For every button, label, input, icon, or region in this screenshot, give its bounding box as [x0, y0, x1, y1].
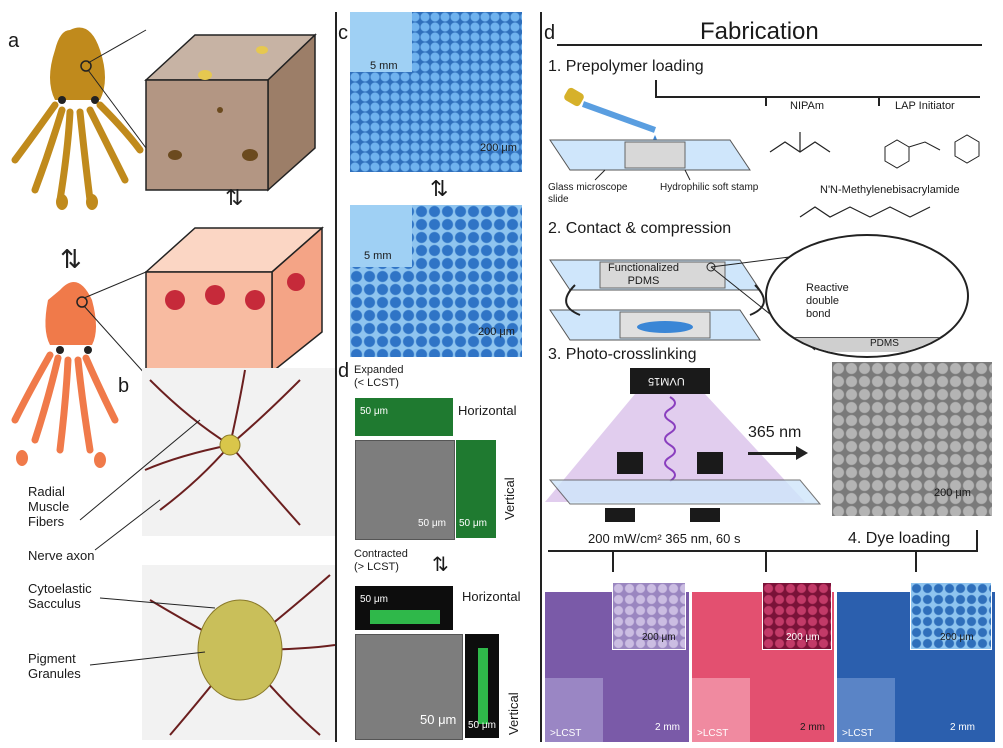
- panel-label-d-mid: d: [338, 360, 350, 382]
- dye-purple-inset: [612, 582, 686, 650]
- label-lap: LAP Initiator: [895, 100, 955, 112]
- switch-arrow-d: ⇅: [432, 554, 449, 576]
- step-4-tick-b: [765, 550, 767, 572]
- squid-orange-icon: [11, 282, 119, 468]
- pdms-base: [777, 337, 957, 352]
- divider-right: [540, 12, 542, 742]
- scale-dye-b: 200 μm: [786, 632, 820, 643]
- label-expanded: Expanded (< LCST): [354, 364, 404, 389]
- dye-pink-sub: [692, 678, 750, 742]
- label-radial-muscle: Radial Muscle Fibers: [28, 484, 70, 529]
- label-vertical-2: Vertical: [506, 692, 521, 735]
- scale-d-3: 50 μm: [459, 518, 487, 529]
- green-vertical-1: [456, 440, 496, 538]
- cube-orange: [144, 226, 324, 374]
- label-nipam: NIPAm: [790, 100, 825, 112]
- scale-c-inset-top: 5 mm: [370, 60, 398, 72]
- green-strip-2: [370, 610, 440, 624]
- nipam-tick: [765, 96, 767, 106]
- scale-d-6: 50 μm: [468, 720, 496, 731]
- switch-arrow-c: ⇅: [430, 176, 449, 201]
- panel-label-a: a: [8, 30, 20, 52]
- label-contracted: Contracted (> LCST): [354, 548, 408, 573]
- mm-b: 2 mm: [800, 722, 825, 733]
- green-strip-v2: [478, 648, 488, 724]
- dye-blue-sub: [837, 678, 895, 742]
- label-uv: UVM15: [648, 375, 685, 387]
- chem-structures: [769, 132, 980, 218]
- arrow-365-head: [796, 446, 808, 460]
- scale-c-top: 200 μm: [480, 142, 517, 154]
- label-conditions: 200 mW/cm² 365 nm, 60 s: [588, 531, 741, 546]
- scale-dye-a: 200 μm: [642, 632, 676, 643]
- arrow-365: [748, 452, 798, 455]
- svg-text:⇅: ⇅: [225, 185, 243, 210]
- step-4-tick-top: [976, 530, 978, 552]
- cube-brown: [144, 33, 317, 192]
- step-4-tick-c: [915, 550, 917, 572]
- uv-cone: [545, 394, 822, 522]
- label-nerve-axon: Nerve axon: [28, 548, 95, 563]
- micrograph-2: [355, 634, 463, 740]
- dye-purple-sub: [545, 678, 603, 742]
- dye-pink-inset: [762, 582, 832, 650]
- panel-b-contracted: [142, 565, 335, 740]
- inset-contracted: [350, 205, 412, 267]
- lcst-c: >LCST: [842, 728, 874, 739]
- scale-crosslinked: 200 μm: [934, 487, 971, 499]
- zoom-circle: [765, 234, 969, 358]
- label-365nm: 365 nm: [748, 424, 802, 441]
- divider-left: [335, 12, 337, 742]
- panel-a-illustration: ⇅ ⇅: [11, 27, 335, 740]
- scale-d-2: 50 μm: [418, 518, 446, 529]
- inset-expanded: [350, 12, 412, 72]
- panel-label-b: b: [118, 375, 130, 397]
- label-horizontal-1: Horizontal: [458, 403, 517, 418]
- dropper-icon: [564, 87, 657, 133]
- dye-blue-inset: [910, 582, 992, 650]
- squid-gold-icon: [11, 27, 144, 210]
- step-2-illustration: [549, 254, 816, 351]
- uv-lamp: [630, 368, 710, 394]
- step-2-label: 2. Contact & compression: [548, 220, 732, 237]
- scale-c-bot: 200 μm: [478, 326, 515, 338]
- fabrication-title: Fabrication: [700, 18, 819, 45]
- scale-d-1: 50 μm: [360, 406, 388, 417]
- label-reactive: Reactive double bond: [806, 282, 849, 320]
- panel-b-relaxed: [142, 368, 335, 536]
- micrograph-1: [355, 440, 455, 540]
- panel-label-d-right: d: [544, 22, 556, 44]
- step-3-label: 3. Photo-crosslinking: [548, 346, 697, 363]
- scale-dye-c: 200 μm: [940, 632, 974, 643]
- mm-a: 2 mm: [655, 722, 680, 733]
- label-cytoelastic: Cytoelastic Sacculus: [28, 581, 92, 611]
- step-1-label: 1. Prepolymer loading: [548, 58, 704, 75]
- lap-tick: [878, 96, 880, 106]
- label-vertical-1: Vertical: [502, 477, 517, 520]
- scale-c-inset-bot: 5 mm: [364, 250, 392, 262]
- label-pigment: Pigment Granules: [28, 651, 81, 681]
- mm-c: 2 mm: [950, 722, 975, 733]
- lcst-a: >LCST: [550, 728, 582, 739]
- svg-text:⇅: ⇅: [60, 244, 82, 274]
- label-functionalized: Functionalized PDMS: [608, 262, 679, 287]
- panel-label-c: c: [338, 22, 348, 44]
- step-4-rule: [548, 550, 978, 552]
- step-1-tick: [655, 80, 657, 98]
- label-mba: N'N-Methylenebisacrylamide: [820, 184, 960, 196]
- step-1-illustration: [549, 87, 751, 181]
- scale-d-5: 50 μm: [420, 712, 457, 727]
- step-4-tick-a: [612, 550, 614, 572]
- lcst-b: >LCST: [697, 728, 729, 739]
- label-soft-stamp: Hydrophilic soft stamp: [660, 182, 759, 193]
- title-rule: [557, 44, 982, 46]
- label-pdms: PDMS: [870, 338, 899, 349]
- step-4-label: 4. Dye loading: [848, 530, 951, 547]
- green-horizontal-1: [355, 398, 453, 436]
- scale-d-4: 50 μm: [360, 594, 388, 605]
- label-glass-slide: Glass microscope slide: [548, 182, 628, 205]
- crosslinked-micrograph: [832, 362, 992, 516]
- label-horizontal-2: Horizontal: [462, 589, 521, 604]
- step-1-rule: [655, 96, 980, 98]
